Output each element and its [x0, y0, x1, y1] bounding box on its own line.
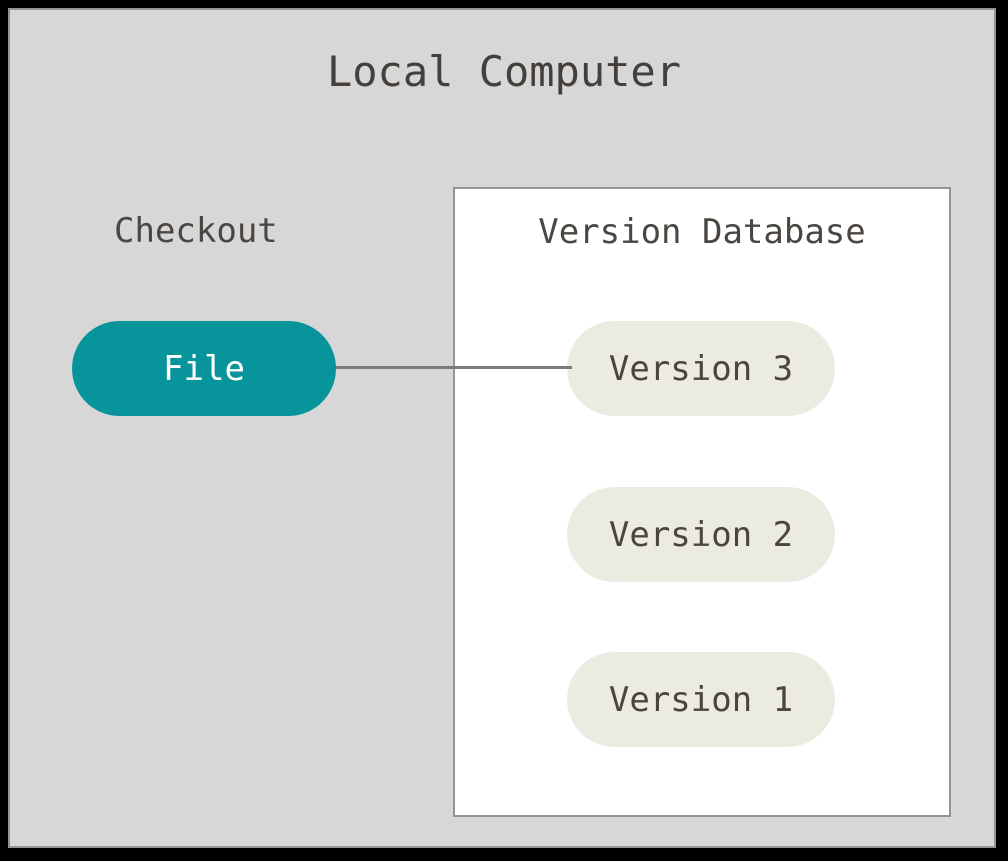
version-node-1-label: Version 1	[608, 679, 794, 720]
file-node-label: File	[163, 348, 245, 389]
version-node-2[interactable]: Version 2	[567, 487, 835, 582]
checkout-label: Checkout	[114, 211, 278, 251]
page-title: Local Computer	[326, 47, 681, 96]
version-node-2-label: Version 2	[608, 514, 794, 555]
version-database-title: Version Database	[538, 212, 866, 252]
version-node-1[interactable]: Version 1	[567, 652, 835, 747]
version-node-3-label: Version 3	[608, 348, 794, 389]
connector-file-version3	[332, 366, 572, 369]
file-node[interactable]: File	[72, 321, 336, 416]
local-computer-container: Local Computer Checkout Version Database…	[8, 8, 996, 848]
version-node-3[interactable]: Version 3	[567, 321, 835, 416]
version-database-panel: Version Database Version 3 Version 2 Ver…	[453, 187, 951, 817]
